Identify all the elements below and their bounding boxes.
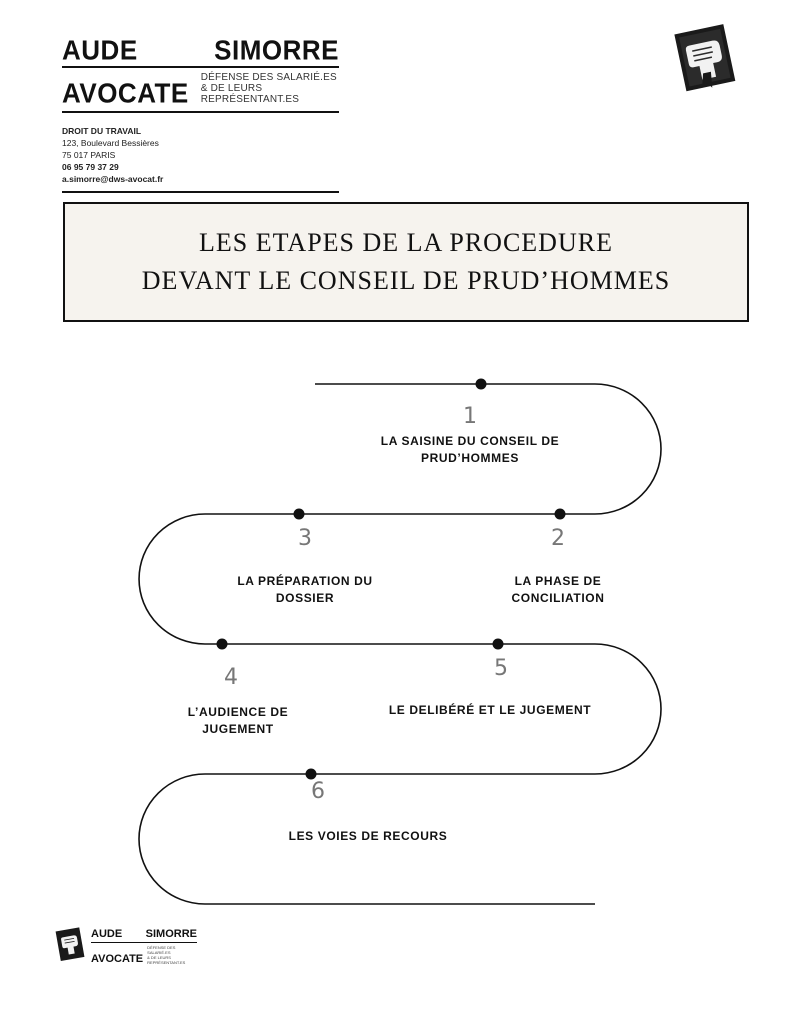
footer-logo-text: AUDE SIMORRE AVOCATE DÉFENSE DES SALARIÉ… xyxy=(91,928,197,965)
step-1-label-line1: LA SAISINE DU CONSEIL DE xyxy=(380,434,560,448)
step-3-label-line1: LA PRÉPARATION DU xyxy=(237,574,373,588)
timeline-path xyxy=(138,383,662,905)
logo-divider xyxy=(62,66,339,68)
step-4-label-line1: L’AUDIENCE DE xyxy=(187,705,289,719)
law-firm-logo: AUDE SIMORRE AVOCATE DÉFENSE DES SALARIÉ… xyxy=(62,35,339,193)
footer-profession-row: AVOCATE DÉFENSE DES SALARIÉ.ES & DE LEUR… xyxy=(91,945,197,965)
logo-name-row: AUDE SIMORRE xyxy=(62,35,339,65)
footer-tagline: DÉFENSE DES SALARIÉ.ES & DE LEURS REPRÉS… xyxy=(147,945,197,965)
footer-last-name: SIMORRE xyxy=(145,928,197,940)
step-2-number: 2 xyxy=(551,526,565,551)
step-6-label: LES VOIES DE RECOURS xyxy=(288,829,448,843)
step-5-marker xyxy=(492,638,504,650)
logo-profession: AVOCATE xyxy=(62,76,189,110)
step-2-label-line2: CONCILIATION xyxy=(511,591,605,605)
step-4-label: L’AUDIENCE DE JUGEMENT xyxy=(188,704,288,738)
step-5-label: LE DELIBÉRÉ ET LE JUGEMENT xyxy=(388,703,592,717)
step-1-number: 1 xyxy=(463,404,477,429)
title-line2: DEVANT LE CONSEIL DE PRUD’HOMMES xyxy=(141,266,671,295)
step-4-number: 4 xyxy=(224,665,238,690)
logo-last-name: SIMORRE xyxy=(214,33,339,67)
contact-address-line2: 75 017 PARIS xyxy=(62,150,116,160)
document-title-box: LES ETAPES DE LA PROCEDURE DEVANT LE CON… xyxy=(63,202,749,322)
footer-logo: AUDE SIMORRE AVOCATE DÉFENSE DES SALARIÉ… xyxy=(55,926,197,965)
logo-first-name: AUDE xyxy=(62,33,138,67)
step-3-marker xyxy=(293,508,305,520)
footer-first-name: AUDE xyxy=(91,928,123,940)
contact-address-line1: 123, Boulevard Bessières xyxy=(62,138,159,148)
footer-name-row: AUDE SIMORRE xyxy=(91,928,197,940)
contact-phone: 06 95 79 37 29 xyxy=(62,162,119,172)
step-1-label: LA SAISINE DU CONSEIL DE PRUD’HOMMES xyxy=(381,433,559,467)
step-1-label-line2: PRUD’HOMMES xyxy=(421,451,519,465)
step-6-number: 6 xyxy=(311,779,325,804)
raised-fist-icon xyxy=(55,927,85,962)
footer-tagline-line1: DÉFENSE DES SALARIÉ.ES xyxy=(147,945,176,955)
tagline-line1: DÉFENSE DES SALARIÉ.ES xyxy=(200,72,337,83)
footer-tagline-line2: & DE LEURS REPRÉSENTANT.ES xyxy=(147,955,186,965)
contact-block: DROIT DU TRAVAIL 123, Boulevard Bessière… xyxy=(62,125,339,185)
step-4-label-line2: JUGEMENT xyxy=(202,722,274,736)
contact-email[interactable]: a.simorre@dws-avocat.fr xyxy=(62,174,164,184)
logo-tagline: DÉFENSE DES SALARIÉ.ES & DE LEURS REPRÉS… xyxy=(201,72,339,107)
tagline-line2: & DE LEURS REPRÉSENTANT.ES xyxy=(200,83,300,105)
footer-divider xyxy=(91,942,197,943)
logo-profession-row: AVOCATE DÉFENSE DES SALARIÉ.ES & DE LEUR… xyxy=(62,72,339,110)
step-1-marker xyxy=(475,378,487,390)
step-6-marker xyxy=(305,768,317,780)
contact-divider xyxy=(62,191,339,193)
step-2-label-line1: LA PHASE DE xyxy=(514,574,602,588)
step-3-label-line2: DOSSIER xyxy=(275,591,335,605)
raised-fist-icon xyxy=(674,24,736,92)
footer-profession: AVOCATE xyxy=(91,953,144,965)
step-2-label: LA PHASE DE CONCILIATION xyxy=(512,573,605,607)
step-3-label: LA PRÉPARATION DU DOSSIER xyxy=(237,573,372,607)
title-line1: LES ETAPES DE LA PROCEDURE xyxy=(199,228,613,257)
step-3-number: 3 xyxy=(298,526,312,551)
step-4-marker xyxy=(216,638,228,650)
contact-specialty: DROIT DU TRAVAIL xyxy=(62,126,142,136)
logo-divider-bottom xyxy=(62,111,339,113)
step-5-number: 5 xyxy=(494,656,508,681)
step-2-marker xyxy=(554,508,566,520)
